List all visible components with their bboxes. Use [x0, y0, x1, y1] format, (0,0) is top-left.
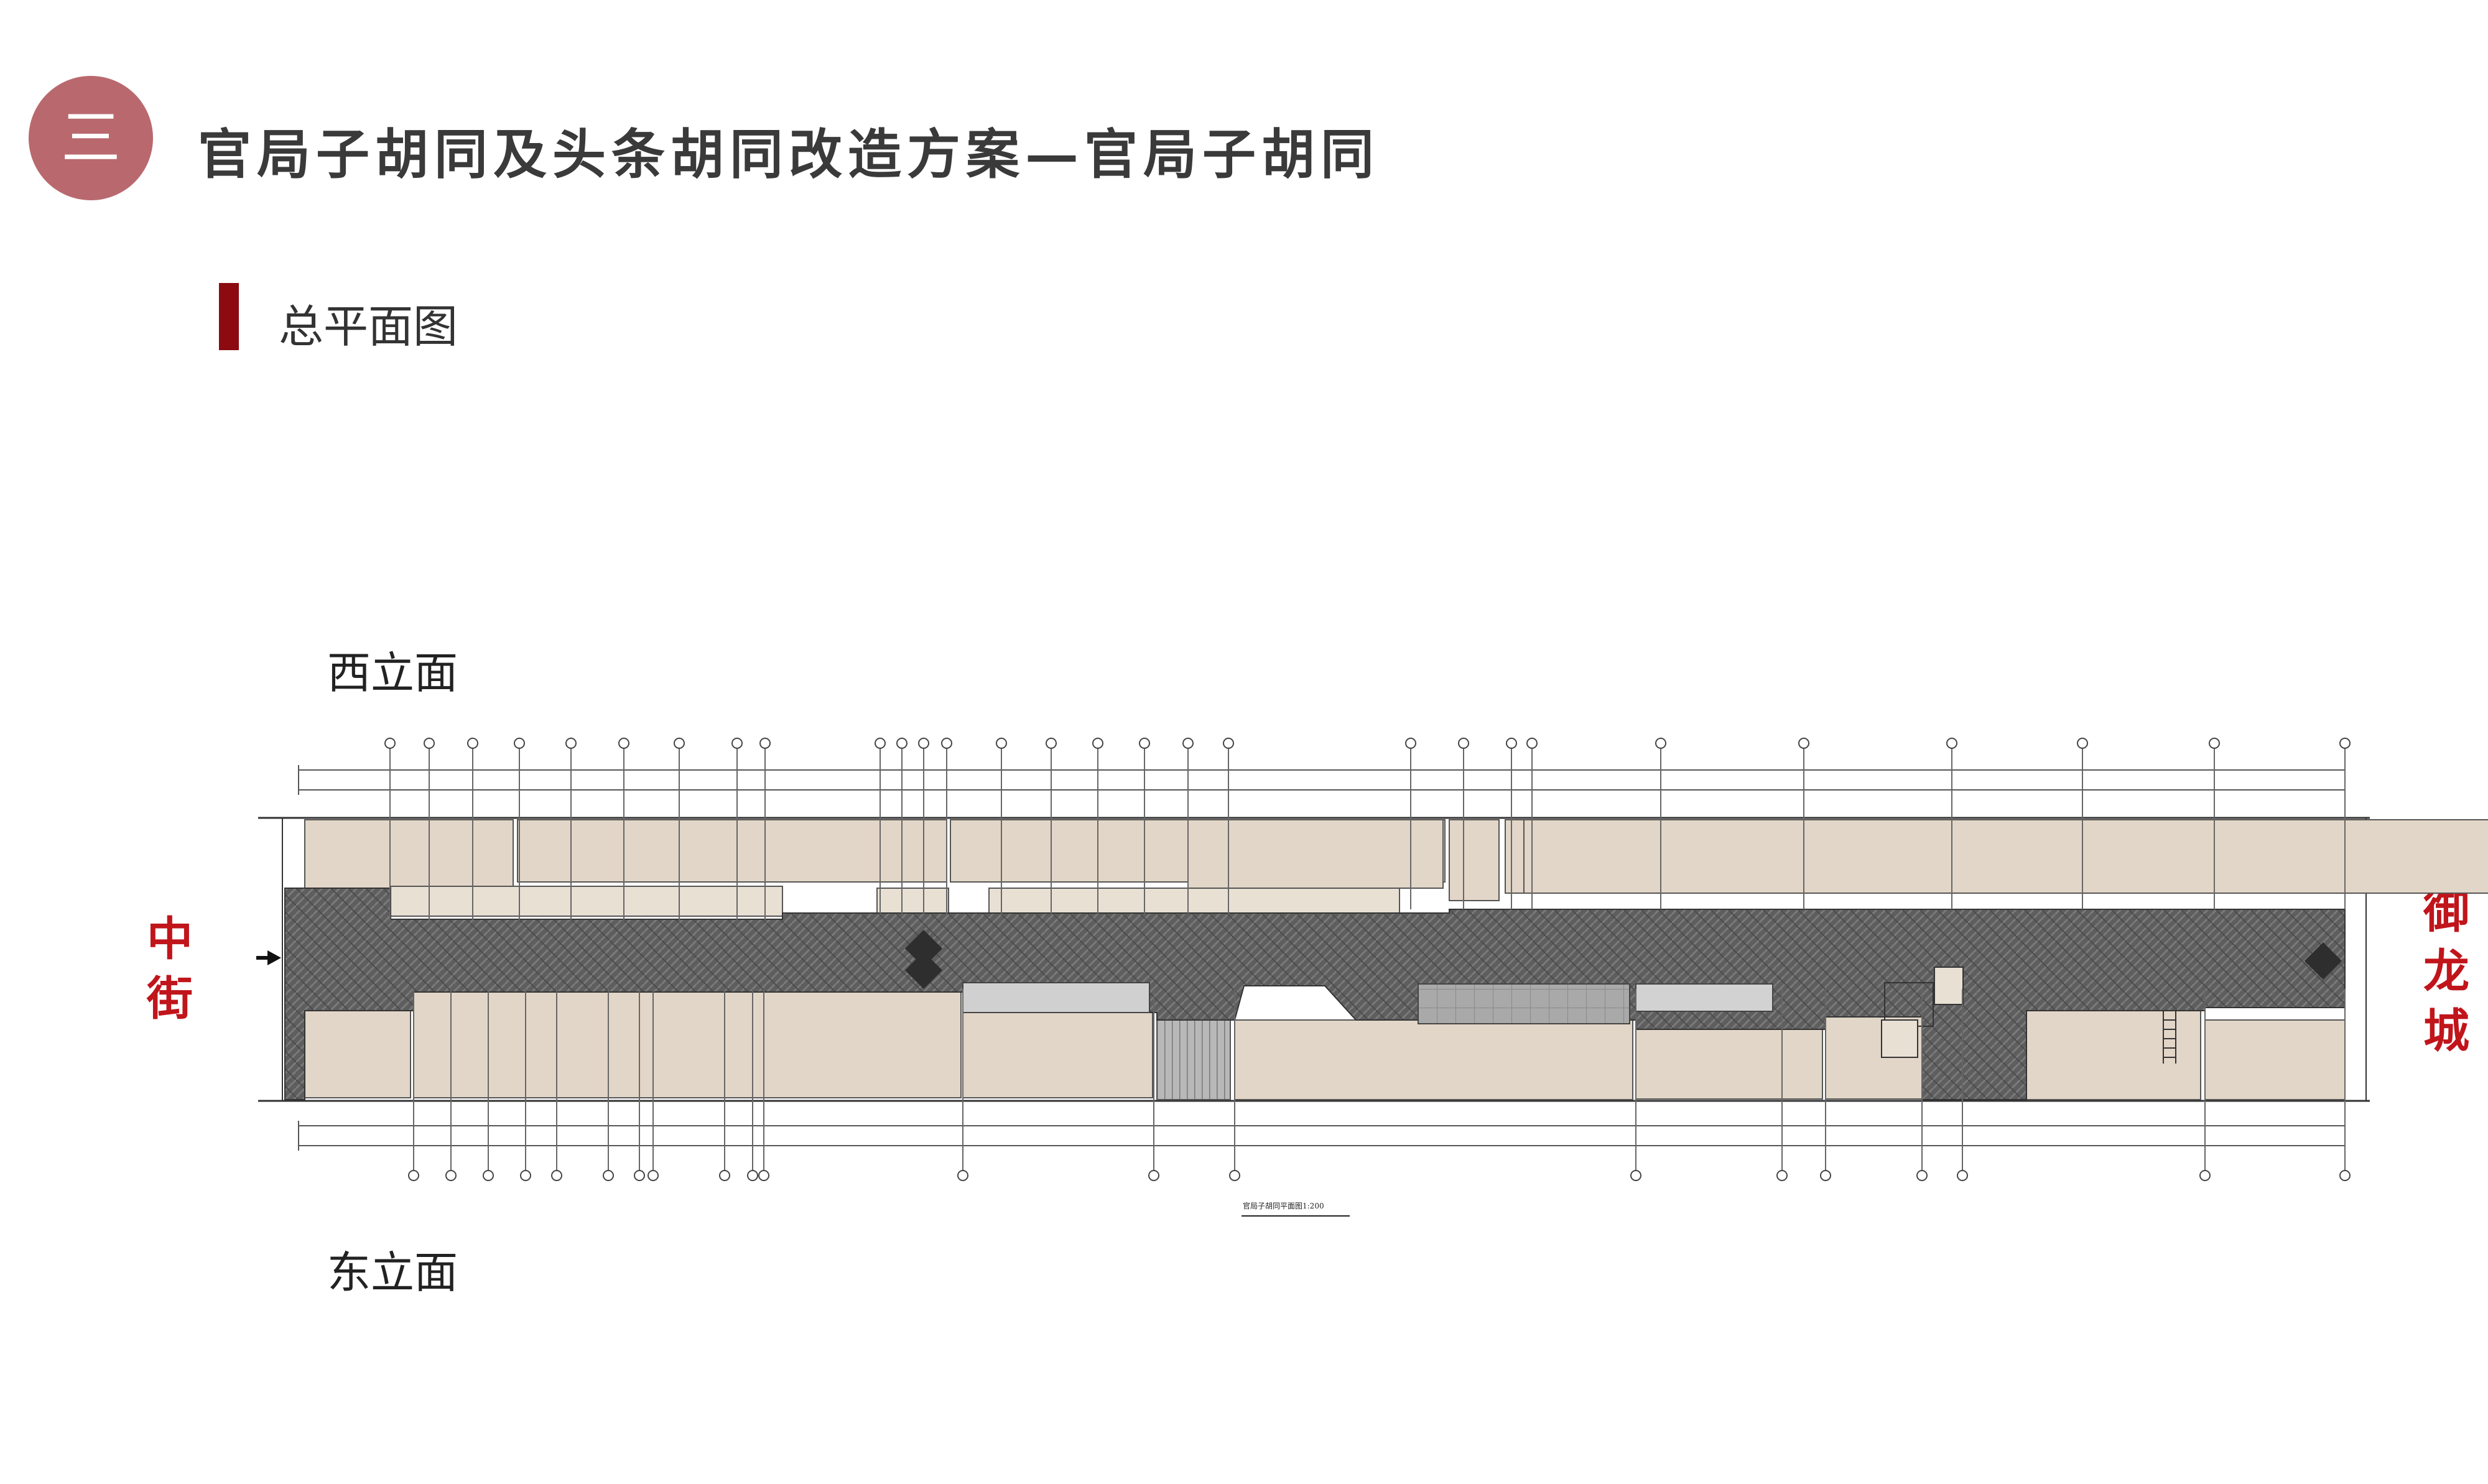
plan-caption: 官局子胡同平面图1:200	[1243, 1202, 1324, 1210]
yulongcheng-char-3: 城	[2423, 1004, 2469, 1058]
zhongjie-label: 中 街	[142, 909, 198, 1029]
zhongjie-char-1: 中	[147, 912, 193, 966]
yulongcheng-char-1: 御	[2423, 885, 2469, 939]
section-title: 总平面图	[279, 300, 458, 353]
yulongcheng-char-2: 龙	[2423, 945, 2469, 998]
east-elevation-label: 东立面	[327, 1247, 458, 1298]
section-accent-bar	[219, 283, 239, 350]
section-number: 三	[61, 103, 121, 173]
yulongcheng-label: 御 龙 城	[2418, 882, 2474, 1061]
section-number-badge: 三	[29, 76, 153, 200]
west-elevation-label: 西立面	[327, 647, 458, 698]
page-title: 官局子胡同及头条胡同改造方案—官局子胡同	[198, 123, 1380, 186]
zhongjie-char-2: 街	[147, 972, 193, 1026]
